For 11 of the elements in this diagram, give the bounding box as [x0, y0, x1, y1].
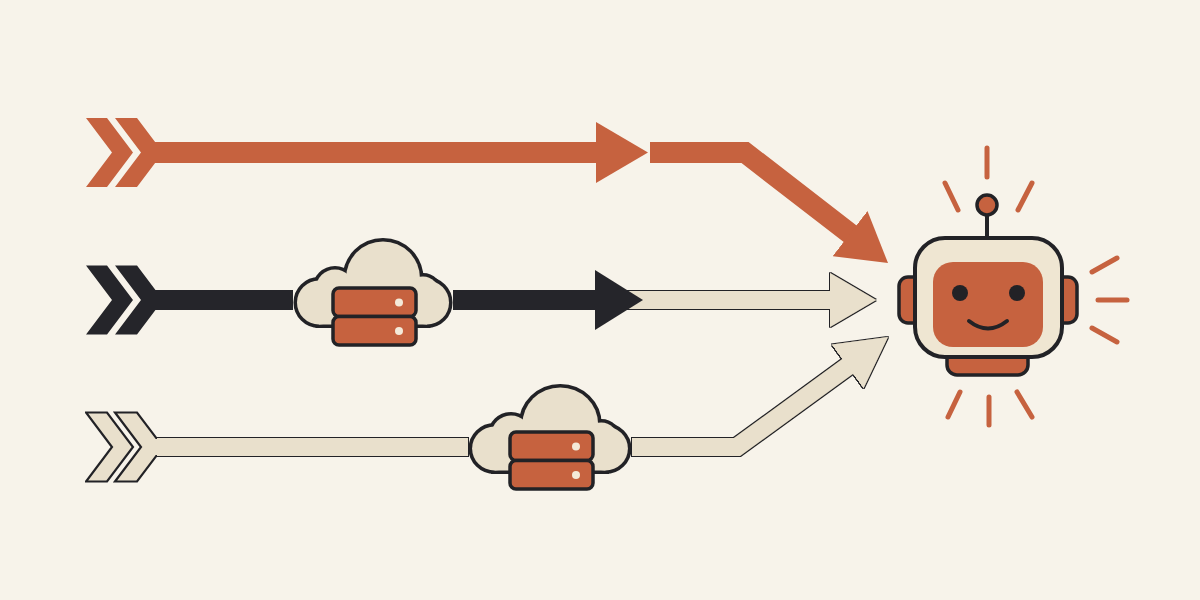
cloud-server-icon	[468, 383, 632, 491]
arrow	[157, 122, 648, 183]
cloud-server-icon	[293, 237, 453, 347]
arrow	[453, 270, 643, 330]
connector-line	[157, 438, 468, 456]
connector-line	[157, 290, 293, 310]
robot-icon	[896, 145, 1130, 428]
double-chevron	[85, 411, 157, 483]
arrow	[628, 273, 876, 327]
double-chevron	[85, 264, 157, 336]
double-chevron	[85, 117, 157, 188]
